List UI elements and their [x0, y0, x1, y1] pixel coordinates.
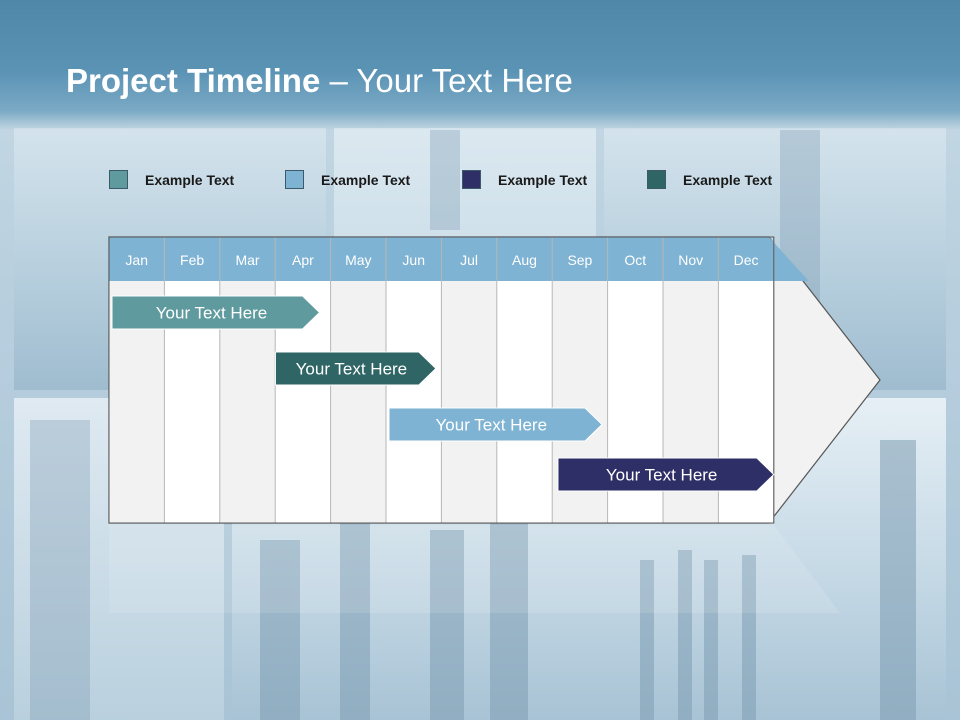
- legend-item: Example Text: [462, 170, 587, 189]
- derrick-shape: [430, 130, 460, 230]
- month-column: [496, 281, 553, 523]
- month-label: Jan: [125, 252, 148, 268]
- task-label: Your Text Here: [436, 416, 548, 435]
- legend-swatch: [462, 170, 481, 189]
- month-label: Jun: [402, 252, 425, 268]
- legend-swatch: [647, 170, 666, 189]
- month-column: [386, 281, 442, 523]
- chimney-shape: [742, 555, 756, 720]
- month-column: [441, 281, 497, 523]
- legend-label: Example Text: [321, 171, 411, 188]
- month-label: Nov: [678, 252, 703, 268]
- task-bar: [111, 295, 321, 330]
- task-bar: [388, 407, 603, 442]
- chimney-shape: [640, 560, 654, 720]
- legend-item: Example Text: [647, 170, 772, 189]
- task-label: Your Text Here: [156, 304, 268, 323]
- chimney-shape: [678, 550, 692, 720]
- task-label: Your Text Here: [606, 466, 718, 485]
- legend-swatch: [285, 170, 304, 189]
- month-label: Dec: [734, 252, 759, 268]
- chimney-shape: [704, 560, 718, 720]
- page-title-rest: – Your Text Here: [320, 62, 573, 99]
- task-label: Your Text Here: [296, 360, 408, 379]
- tower-shape: [260, 540, 300, 720]
- month-label: Mar: [235, 252, 259, 268]
- legend: Example Text Example Text Example Text E…: [0, 170, 960, 194]
- tower-shape: [880, 440, 916, 720]
- month-label: Apr: [292, 252, 314, 268]
- month-column: [330, 281, 386, 523]
- timeline-reflection: [109, 525, 840, 613]
- month-label: Sep: [567, 252, 592, 268]
- month-label: Jul: [460, 252, 478, 268]
- task-bar: [274, 351, 437, 386]
- page-title: Project Timeline – Your Text Here: [66, 62, 573, 100]
- page-title-bold: Project Timeline: [66, 62, 321, 99]
- derrick-shape: [30, 420, 90, 720]
- month-label: Aug: [512, 252, 537, 268]
- month-label: May: [345, 252, 371, 268]
- tower-shape: [430, 530, 464, 720]
- legend-label: Example Text: [683, 171, 773, 188]
- legend-label: Example Text: [498, 171, 588, 188]
- timeline-header-band: [109, 237, 809, 281]
- tower-shape: [340, 520, 370, 720]
- legend-swatch: [109, 170, 128, 189]
- legend-item: Example Text: [285, 170, 410, 189]
- tower-shape: [490, 520, 528, 720]
- month-label: Oct: [624, 252, 646, 268]
- month-label: Feb: [180, 252, 204, 268]
- legend-item: Example Text: [109, 170, 234, 189]
- legend-label: Example Text: [145, 171, 235, 188]
- task-bar: [557, 457, 775, 492]
- title-banner: Project Timeline – Your Text Here: [0, 0, 960, 130]
- timeline-frame: [108, 236, 775, 524]
